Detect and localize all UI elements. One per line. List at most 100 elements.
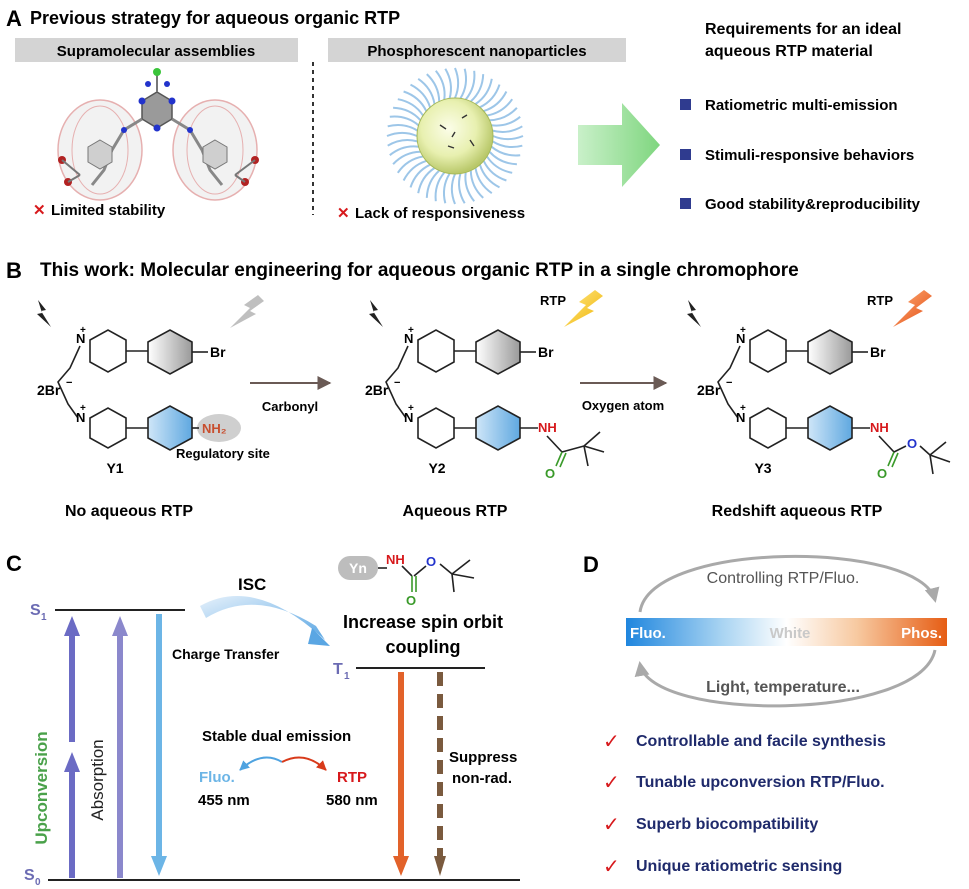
surfactant-chain xyxy=(482,160,507,182)
surfactant-chain xyxy=(483,91,508,113)
nh-group: NH xyxy=(386,552,405,567)
s0-sub: 0 xyxy=(35,877,41,888)
surfactant-chain xyxy=(402,159,427,181)
surfactant-chain xyxy=(490,145,521,157)
soc-label-line1: Increase spin orbit xyxy=(343,612,503,632)
soc-label-line2: coupling xyxy=(386,637,461,657)
surfactant-chain xyxy=(450,173,456,205)
molecule-y3: RTP N + Br 2Br − N + NH O O xyxy=(687,290,951,520)
panel-b-letter: B xyxy=(6,258,22,283)
atom-br: Br xyxy=(210,344,226,360)
surfactant-chain xyxy=(387,123,418,132)
stimuli-label: Light, temperature... xyxy=(706,679,860,696)
compound-id: Y1 xyxy=(106,460,123,476)
surfactant-chain xyxy=(417,77,436,105)
supramolecular-illustration xyxy=(57,68,259,201)
surfactant-chain xyxy=(474,167,493,195)
dual-emission-label: Stable dual emission xyxy=(202,728,351,745)
green-arrow-icon xyxy=(578,103,660,187)
counterion-sup: − xyxy=(394,377,400,389)
regulatory-site-label: Regulatory site xyxy=(176,446,270,461)
charge: + xyxy=(408,403,414,414)
surfactant-chain xyxy=(396,155,424,174)
requirement-item: Good stability&reproducibility xyxy=(705,196,921,213)
panel-b: B This work: Molecular engineering for a… xyxy=(6,258,951,520)
checklist-item: Unique ratiometric sensing xyxy=(636,858,842,875)
requirements-title-line1: Requirements for an ideal xyxy=(705,21,902,38)
supra-drawback: Limited stability xyxy=(51,202,166,219)
surfactant-chain xyxy=(444,68,452,99)
checklist-item: Tunable upconversion RTP/Fluo. xyxy=(636,774,885,791)
molecule-y2: RTP N + Br 2Br − N + NH O Y2 xyxy=(365,290,605,520)
panel-a: A Previous strategy for aqueous organic … xyxy=(6,6,921,222)
rtp-tag: RTP xyxy=(867,293,893,308)
bullet-square-icon xyxy=(680,198,691,209)
nano-label: Phosphorescent nanoparticles xyxy=(367,43,586,60)
emission-color-bar xyxy=(626,618,947,646)
bar-phos-label: Phos. xyxy=(901,625,942,642)
nano-label-bg xyxy=(328,38,626,62)
charge: + xyxy=(740,325,746,336)
cross-icon: ✕ xyxy=(33,202,46,219)
supra-label-bg xyxy=(15,38,298,62)
amine-group: NH₂ xyxy=(202,421,227,436)
surfactant-chain xyxy=(469,170,484,199)
charge: + xyxy=(740,403,746,414)
checklist-item: Controllable and facile synthesis xyxy=(636,733,886,750)
surfactant-chain xyxy=(386,131,418,137)
panel-a-title: Previous strategy for aqueous organic RT… xyxy=(30,8,400,28)
top-cycle-arrow xyxy=(638,554,940,613)
surfactant-chain xyxy=(397,98,424,117)
counterion: 2Br xyxy=(365,382,389,398)
fluorescence-arrow xyxy=(151,614,167,876)
surfactant-chain xyxy=(478,164,500,189)
suppress-label-line1: Suppress xyxy=(449,749,517,766)
surfactant-chain xyxy=(488,151,517,166)
rtp-tag: RTP xyxy=(540,293,566,308)
surfactant-chain xyxy=(392,150,421,165)
compound-caption: No aqueous RTP xyxy=(65,503,193,520)
surfactant-chain xyxy=(403,90,428,112)
ether-oxygen: O xyxy=(907,436,917,451)
bar-fluo-label: Fluo. xyxy=(630,625,666,642)
s1-label: S xyxy=(30,602,41,619)
lightning-yellow-icon xyxy=(564,290,603,327)
carbonyl-oxygen: O xyxy=(877,466,887,481)
lightning-orange-icon xyxy=(893,290,932,327)
upconversion-label: Upconversion xyxy=(32,731,51,844)
nano-drawback: Lack of responsiveness xyxy=(355,205,525,222)
panel-c: C S 1 S 0 T 1 xyxy=(6,551,520,888)
atom-n: N xyxy=(736,410,745,425)
suppress-label-line2: non-rad. xyxy=(452,770,512,787)
yn-label: Yn xyxy=(349,560,367,576)
nh-group: NH xyxy=(538,420,557,435)
upconversion-arrows xyxy=(64,616,80,878)
isc-arrow-head xyxy=(308,628,330,646)
surfactant-chain xyxy=(474,78,493,105)
rtp-wavelength: 580 nm xyxy=(326,792,378,809)
surfactant-chain xyxy=(426,73,441,102)
fluo-wavelength: 455 nm xyxy=(198,792,250,809)
cross-icon: ✕ xyxy=(337,205,350,222)
carbonyl-oxygen: O xyxy=(545,466,555,481)
checklist-item: Superb biocompatibility xyxy=(636,816,818,833)
isc-label: ISC xyxy=(238,575,266,594)
surfactant-chain xyxy=(492,140,523,149)
bullet-square-icon xyxy=(680,99,691,110)
absorption-arrow xyxy=(112,616,128,878)
surfactant-chain xyxy=(489,107,518,122)
surfactant-chain xyxy=(454,67,460,99)
panel-a-letter: A xyxy=(6,6,22,31)
fluo-label: Fluo. xyxy=(199,769,235,786)
controlling-label: Controlling RTP/Fluo. xyxy=(707,570,860,587)
bar-white-label: White xyxy=(770,625,811,642)
isc-arrow xyxy=(200,595,325,640)
requirements-title-line2: aqueous RTP material xyxy=(705,43,873,60)
atom-br: Br xyxy=(538,344,554,360)
surfactant-chain xyxy=(459,68,468,99)
surfactant-chain xyxy=(442,173,451,204)
surfactant-chain xyxy=(464,172,475,202)
atom-n: N xyxy=(76,331,85,346)
t1-label: T xyxy=(333,661,343,678)
surfactant-chain xyxy=(410,83,432,108)
